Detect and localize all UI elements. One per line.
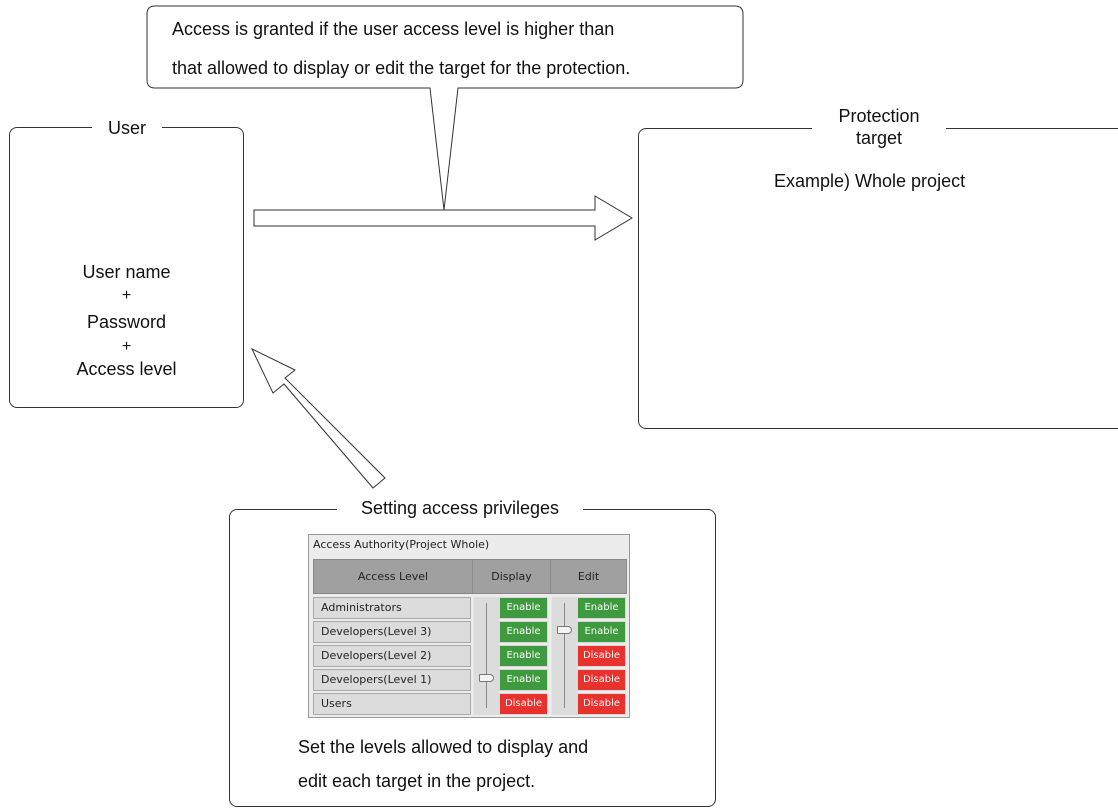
- protection-title-line-2: target: [855, 128, 903, 148]
- protection-title-line-1: Protection: [838, 106, 920, 126]
- row-label-developers-level-3: Developers(Level 3): [313, 621, 471, 643]
- settings-caption-line-2: edit each target in the project.: [298, 771, 536, 791]
- header-access-level: Access Level: [313, 559, 473, 594]
- plus-sign-2: +: [121, 338, 132, 355]
- header-edit: Edit: [550, 559, 627, 594]
- display-slider-thumb[interactable]: [479, 674, 494, 682]
- user-box-title: User: [92, 117, 162, 139]
- plus-sign-1: +: [121, 287, 132, 304]
- example-label: Example) Whole project: [774, 171, 966, 191]
- table-title: Access Authority(Project Whole): [313, 538, 490, 551]
- protection-target-box: [638, 128, 1118, 429]
- edit-cell-users[interactable]: Disable: [577, 693, 626, 715]
- settings-box-title: Setting access privileges: [337, 497, 583, 519]
- protection-target-title: Protection target: [812, 105, 946, 149]
- password-label: Password: [86, 312, 167, 332]
- edit-slider-thumb[interactable]: [557, 626, 572, 634]
- display-cell-administrators[interactable]: Enable: [499, 597, 548, 619]
- display-cell-developers-level-2[interactable]: Enable: [499, 645, 548, 667]
- edit-cell-developers-level-1[interactable]: Disable: [577, 669, 626, 691]
- edit-cell-developers-level-2[interactable]: Disable: [577, 645, 626, 667]
- callout-line-2: that allowed to display or edit the targ…: [172, 58, 631, 78]
- row-label-developers-level-1: Developers(Level 1): [313, 669, 471, 691]
- callout-bubble: [146, 5, 744, 211]
- grant-arrow: [253, 195, 633, 241]
- display-cell-users[interactable]: Disable: [499, 693, 548, 715]
- display-cell-developers-level-1[interactable]: Enable: [499, 669, 548, 691]
- display-cell-developers-level-3[interactable]: Enable: [499, 621, 548, 643]
- access-authority-table: Access Authority(Project Whole) Access L…: [308, 534, 630, 718]
- settings-arrow: [250, 347, 386, 489]
- edit-slider-line: [564, 603, 565, 708]
- row-label-developers-level-2: Developers(Level 2): [313, 645, 471, 667]
- row-label-users: Users: [313, 693, 471, 715]
- header-display: Display: [472, 559, 551, 594]
- user-name-label: User name: [82, 262, 171, 282]
- display-slider-line: [486, 603, 487, 708]
- row-label-administrators: Administrators: [313, 597, 471, 619]
- edit-cell-developers-level-3[interactable]: Enable: [577, 621, 626, 643]
- access-level-label: Access level: [76, 359, 177, 379]
- settings-caption-line-1: Set the levels allowed to display and: [298, 737, 589, 757]
- edit-cell-administrators[interactable]: Enable: [577, 597, 626, 619]
- callout-line-1: Access is granted if the user access lev…: [172, 19, 615, 39]
- user-box: [9, 127, 244, 408]
